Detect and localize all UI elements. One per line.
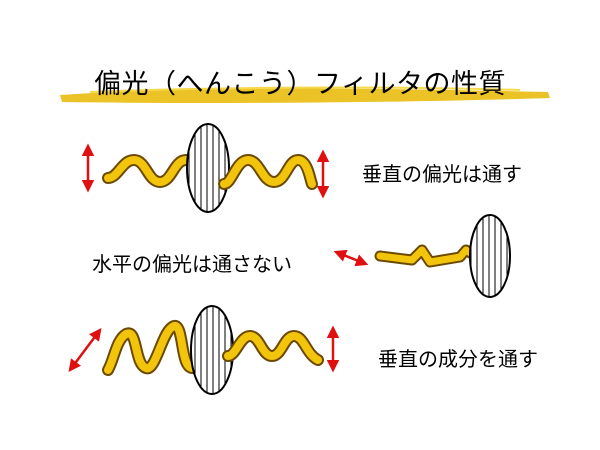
wave-transmitted [218, 153, 318, 190]
row-horizontal-block [333, 214, 511, 298]
polarization-arrow-diagonal [68, 328, 102, 372]
row-vertical-pass [81, 123, 330, 213]
polarizing-filter [190, 305, 234, 395]
wave-transmitted [222, 329, 324, 366]
row-label-vertical-pass: 垂直の偏光は通す [362, 162, 522, 186]
polarization-arrow-diagonal [333, 249, 369, 267]
row-label-vertical-component: 垂直の成分を通す [378, 347, 538, 371]
polarizing-filter [469, 214, 511, 298]
slide-title: 偏光（へんこう）フィルタの性質 [94, 69, 506, 100]
row-label-horizontal-block: 水平の偏光は通さない [92, 252, 292, 276]
polarizing-filter [186, 123, 230, 213]
row-vertical-component [68, 305, 340, 395]
